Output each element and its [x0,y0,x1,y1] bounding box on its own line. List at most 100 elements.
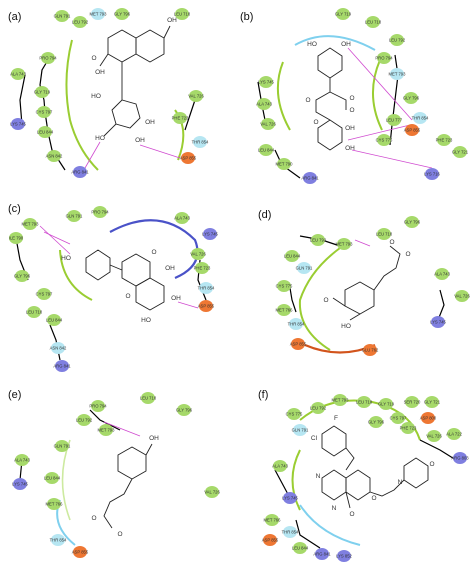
atom-label: O [91,55,96,62]
residue-marker [273,460,287,472]
residue-marker [73,16,87,28]
residue-label: ASP 855 [198,304,215,309]
residue-label: PRO 794 [39,56,57,61]
ligand-bond [332,297,346,307]
atom-label: OH [345,145,355,152]
residue-group: GLY 719 LEU 718 LEU 792 MET 793 PRO 794 … [256,8,469,184]
residue-group: LEU 718 GLY 719 SER 720 GLY 721 PHE 723 … [262,394,469,562]
ligand-bond [369,479,405,497]
atom-label: N [316,473,321,480]
residue-label: GLY 721 [452,150,469,155]
residue-marker [391,412,405,424]
residue-label: SER 720 [404,400,421,405]
residue-marker [283,492,297,504]
residue-label: ASP 855 [290,342,307,347]
residue-label: PHE 723 [400,426,417,431]
hbond-arrow [43,231,71,245]
atom-label: O [389,239,394,246]
residue-marker [379,398,393,410]
residue-label: LYS 745 [202,232,218,237]
residue-marker [293,424,307,436]
residue-marker [27,306,41,318]
residue-label: ASP 855 [404,128,421,133]
residue-label: GLN 791 [54,444,71,449]
residue-label: ALA 743 [272,464,289,469]
residue-label: VAL 726 [188,94,204,99]
residue-label: MET 793 [332,398,350,403]
residue-marker [205,486,219,498]
backbone-chain [19,74,26,126]
residue-label: ILE 790 [9,236,24,241]
atom-label: O [117,531,122,538]
pocket-contour [294,35,376,51]
residue-label: THR 854 [288,322,305,327]
residue-label: ASN 842 [46,154,63,159]
hbond-arrow [39,225,71,255]
ligand-bond [103,123,117,137]
pocket-contour [59,249,93,301]
residue-marker [141,392,155,404]
atom-label: O [349,95,354,102]
residue-marker [366,16,380,28]
ligand-ring [321,425,347,457]
residue-marker [77,414,91,426]
ligand-ring [135,29,165,63]
ligand-ring [121,253,151,287]
residue-label: LEU 792 [72,20,89,25]
atom-label: Cl [311,435,318,442]
residue-label: ALA 743 [174,216,191,221]
residue-marker [336,8,350,20]
residue-label: MET 766 [46,502,64,507]
residue-marker [15,270,29,282]
ligand-bond [109,264,123,271]
residue-label: ASP 855 [72,550,89,555]
residue-marker [289,318,303,330]
residue-marker [377,134,391,146]
ligand-ring [85,249,111,281]
ligand-bond [373,245,401,291]
residue-label: VAL 726 [426,434,442,439]
pocket-contour [299,504,361,546]
residue-label: ALA 743 [14,458,31,463]
residue-label: GLY 796 [176,408,193,413]
residue-marker [303,172,317,184]
ligand-ring [321,469,347,501]
residue-label: CYS 775 [376,138,393,143]
residue-marker [261,118,275,130]
residue-marker [9,232,23,244]
residue-marker [277,304,291,316]
residue-label: GLY 796 [114,12,131,17]
residue-label: LYS 716 [424,172,440,177]
residue-label: LEU 792 [310,406,327,411]
backbone-chain [419,439,457,461]
residue-marker [199,300,213,312]
residue-label: ALA 722 [446,432,463,437]
ligand-ring [403,457,429,489]
atom-label: HO [95,135,105,142]
residue-marker [287,408,301,420]
residue-marker [285,250,299,262]
atom-label: OH [171,295,181,302]
residue-group: LEU 718 PRO 794 GLY 796 LEU 792 MET 793 … [12,392,220,558]
residue-label: MET 790 [276,162,294,167]
ligand-ring [317,119,343,151]
residue-label: ASP 855 [262,538,279,543]
residue-label: LEU 792 [389,38,406,43]
panel-f: (f) Cl F N N O O N O LEU 718 GLY 719 SER… [258,389,469,562]
ligand-ring [344,281,375,315]
residue-label: ASN 842 [50,346,67,351]
residue-label: THR 854 [50,538,67,543]
residue-marker [195,262,209,274]
pocket-contour [371,59,383,131]
residue-marker [193,136,207,148]
atom-label: N [398,479,403,486]
ligand-ring [135,277,165,311]
residue-marker [181,152,195,164]
hbond-arrow [347,124,411,141]
residue-label: THR 854 [192,140,209,145]
residue-marker [51,342,65,354]
atom-label: OH [149,435,159,442]
residue-marker [311,234,325,246]
residue-label: CYS 775 [276,284,293,289]
